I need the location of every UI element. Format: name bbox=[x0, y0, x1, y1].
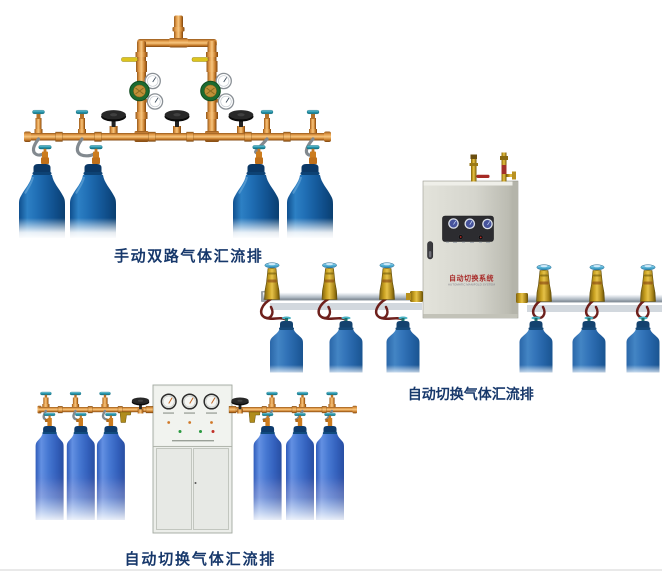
svg-text:AUTOMATIC MANIFOLD SYSTEM: AUTOMATIC MANIFOLD SYSTEM bbox=[448, 283, 495, 287]
svg-text:自动切换系统: 自动切换系统 bbox=[449, 274, 494, 283]
